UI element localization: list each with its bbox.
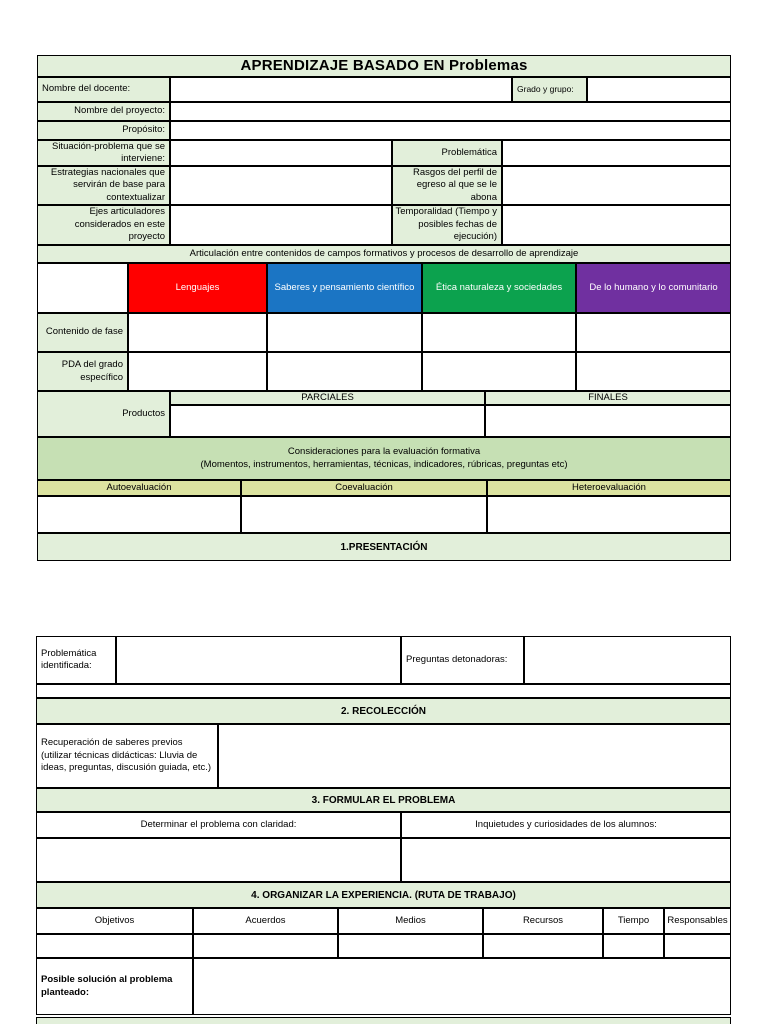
temporalidad-label: Temporalidad (Tiempo y posibles fechas d… [392, 205, 502, 245]
proposito-label: Propósito: [37, 121, 170, 140]
estrategias-value-cell [170, 166, 392, 205]
finales-header: FINALES [485, 391, 731, 405]
col-acuerdos-header: Acuerdos [193, 908, 338, 934]
contenido-cell-4 [576, 313, 731, 352]
contenido-fase-label: Contenido de fase [37, 313, 128, 352]
formular-band: 3. FORMULAR EL PROBLEMA [36, 788, 731, 812]
problematica-identificada-label: Problemática identificada: [36, 636, 116, 684]
org-cell-5 [603, 934, 664, 958]
pda-cell-1 [128, 352, 267, 391]
table-title: APRENDIZAJE BASADO EN Problemas [37, 55, 731, 77]
contenido-cell-3 [422, 313, 576, 352]
posible-solucion-value-cell [193, 958, 731, 1015]
pda-label: PDA del grado específico [37, 352, 128, 391]
proyecto-value-cell [170, 102, 731, 121]
contenido-cell-1 [128, 313, 267, 352]
preguntas-detonadoras-value-cell [524, 636, 731, 684]
ejes-label: Ejes articuladores considerados en este … [37, 205, 170, 245]
pda-cell-3 [422, 352, 576, 391]
estrategias-label: Estrategias nacionales que servirán de b… [37, 166, 170, 205]
org-cell-6 [664, 934, 731, 958]
organizar-band: 4. ORGANIZAR LA EXPERIENCIA. (RUTA DE TR… [36, 882, 731, 908]
campo-humano-header: De lo humano y lo comunitario [576, 263, 731, 313]
campos-corner-cell [37, 263, 128, 313]
table-fases: Problemática identificada: Preguntas det… [36, 636, 731, 1024]
campo-etica-header: Ética naturaleza y sociedades [422, 263, 576, 313]
problematica-value-cell [502, 140, 731, 166]
rasgos-label: Rasgos del perfil de egreso al que se le… [392, 166, 502, 205]
col-responsables-header: Responsables [664, 908, 731, 934]
rasgos-value-cell [502, 166, 731, 205]
heteroevaluacion-value-cell [487, 496, 731, 533]
finales-value-cell [485, 405, 731, 437]
preguntas-detonadoras-label: Preguntas detonadoras: [401, 636, 524, 684]
grado-grupo-label: Grado y grupo: [512, 77, 587, 102]
next-section-band-partial [36, 1017, 731, 1024]
row1-spacer-cell [36, 684, 731, 698]
consideraciones-band: Consideraciones para la evaluación forma… [37, 437, 731, 480]
presentacion-band: 1.PRESENTACIÓN [37, 533, 731, 561]
col-tiempo-header: Tiempo [603, 908, 664, 934]
pda-cell-2 [267, 352, 422, 391]
campo-lenguajes-header: Lenguajes [128, 263, 267, 313]
org-cell-1 [36, 934, 193, 958]
recuperacion-label: Recuperación de saberes previos (utiliza… [36, 724, 218, 788]
situacion-value-cell [170, 140, 392, 166]
org-cell-3 [338, 934, 483, 958]
proyecto-label: Nombre del proyecto: [37, 102, 170, 121]
determinar-value-cell [36, 838, 401, 882]
proposito-value-cell [170, 121, 731, 140]
determinar-header: Determinar el problema con claridad: [36, 812, 401, 838]
table-aprendizaje: APRENDIZAJE BASADO EN Problemas Nombre d… [37, 55, 731, 561]
recoleccion-band: 2. RECOLECCIÓN [36, 698, 731, 724]
pda-cell-4 [576, 352, 731, 391]
col-medios-header: Medios [338, 908, 483, 934]
problematica-identificada-value-cell [116, 636, 401, 684]
ejes-value-cell [170, 205, 392, 245]
posible-solucion-label: Posible solución al problema planteado: [36, 958, 193, 1015]
org-cell-4 [483, 934, 603, 958]
autoevaluacion-value-cell [37, 496, 241, 533]
contenido-cell-2 [267, 313, 422, 352]
inquietudes-header: Inquietudes y curiosidades de los alumno… [401, 812, 731, 838]
col-objetivos-header: Objetivos [36, 908, 193, 934]
consideraciones-line2: (Momentos, instrumentos, herramientas, t… [200, 458, 568, 470]
consideraciones-line1: Consideraciones para la evaluación forma… [287, 446, 481, 458]
campo-saberes-header: Saberes y pensamiento científico [267, 263, 422, 313]
docente-label: Nombre del docente: [37, 77, 170, 102]
temporalidad-value-cell [502, 205, 731, 245]
grado-grupo-value-cell [587, 77, 731, 102]
productos-label: Productos [37, 391, 170, 437]
problematica-label: Problemática [392, 140, 502, 166]
parciales-value-cell [170, 405, 485, 437]
recuperacion-value-cell [218, 724, 731, 788]
coevaluacion-value-cell [241, 496, 487, 533]
inquietudes-value-cell [401, 838, 731, 882]
col-recursos-header: Recursos [483, 908, 603, 934]
docente-value-cell [170, 77, 512, 102]
heteroevaluacion-header: Heteroevaluación [487, 480, 731, 496]
autoevaluacion-header: Autoevaluación [37, 480, 241, 496]
situacion-label: Situación-problema que se interviene: [37, 140, 170, 166]
articulacion-band: Articulación entre contenidos de campos … [37, 245, 731, 263]
coevaluacion-header: Coevaluación [241, 480, 487, 496]
org-cell-2 [193, 934, 338, 958]
parciales-header: PARCIALES [170, 391, 485, 405]
